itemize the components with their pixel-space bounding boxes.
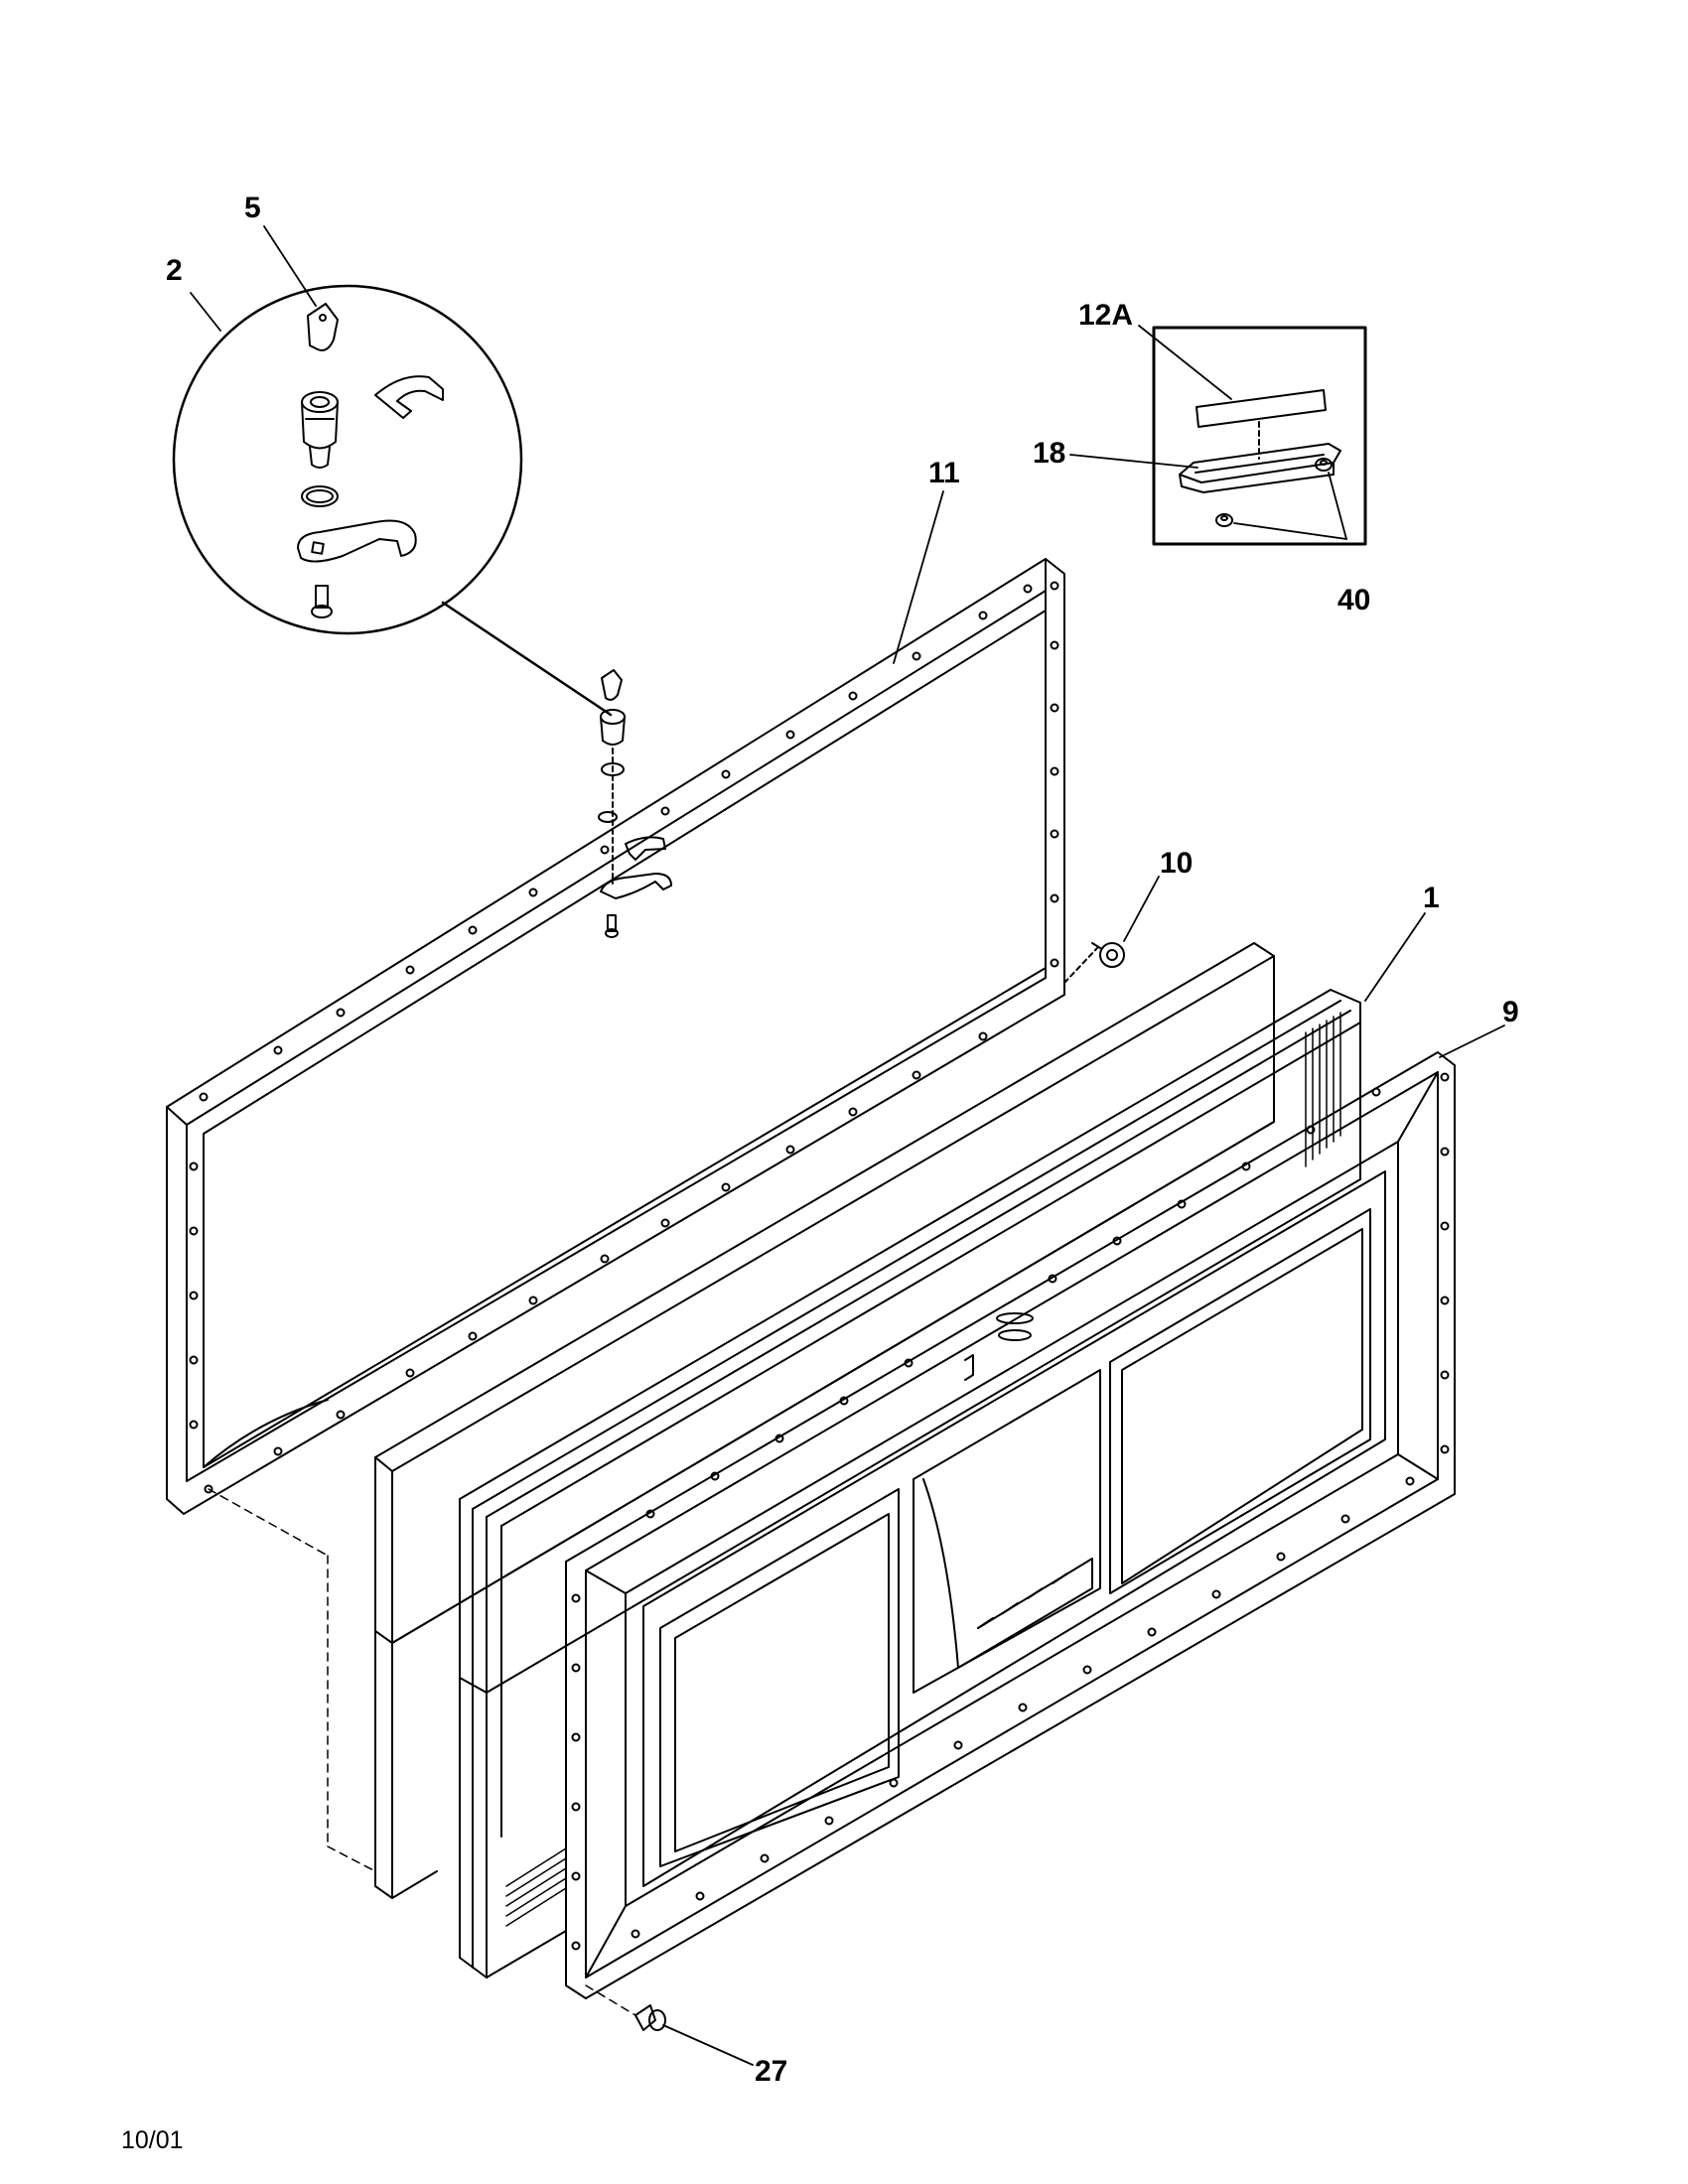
handle-icon <box>1179 443 1341 493</box>
retainer-clip-icon <box>374 375 444 419</box>
lock-detail-inset <box>172 284 613 717</box>
door-gasket <box>166 558 1065 1515</box>
alignment-lines <box>208 1488 636 2016</box>
callout-18: 18 <box>1033 437 1066 470</box>
handle-label-strip <box>1196 389 1327 428</box>
gasket-holes <box>189 581 1059 1494</box>
lock-cylinder-icon <box>301 391 339 469</box>
callout-1: 1 <box>1423 882 1440 914</box>
callout-40: 40 <box>1337 584 1371 616</box>
callout-10: 10 <box>1160 847 1194 880</box>
outer-door-panel <box>459 989 1361 1979</box>
nut-icon <box>1215 458 1333 527</box>
leader-lines <box>190 225 1505 2066</box>
liner-holes <box>571 1072 1450 1951</box>
inner-door-liner <box>565 1051 1456 1999</box>
latch-cam-icon <box>297 519 417 563</box>
callout-2: 2 <box>166 254 183 287</box>
callout-9: 9 <box>1502 996 1519 1028</box>
screw-27-icon <box>634 2004 666 2031</box>
screw-icon <box>311 585 333 618</box>
lock-assembly-exploded <box>598 669 672 938</box>
o-ring-icon <box>301 485 339 507</box>
date-code: 10/01 <box>121 2126 184 2154</box>
callout-11: 11 <box>928 457 960 489</box>
key-icon <box>307 303 339 351</box>
door-liner-panel <box>374 942 1275 1899</box>
hinge-ribbing <box>1305 1012 1341 1167</box>
callout-12a: 12A <box>1078 299 1134 332</box>
callout-5: 5 <box>244 192 261 224</box>
screw-10-icon <box>1063 942 1125 984</box>
callout-27: 27 <box>755 2055 788 2088</box>
handle-inset-box <box>1152 326 1367 546</box>
